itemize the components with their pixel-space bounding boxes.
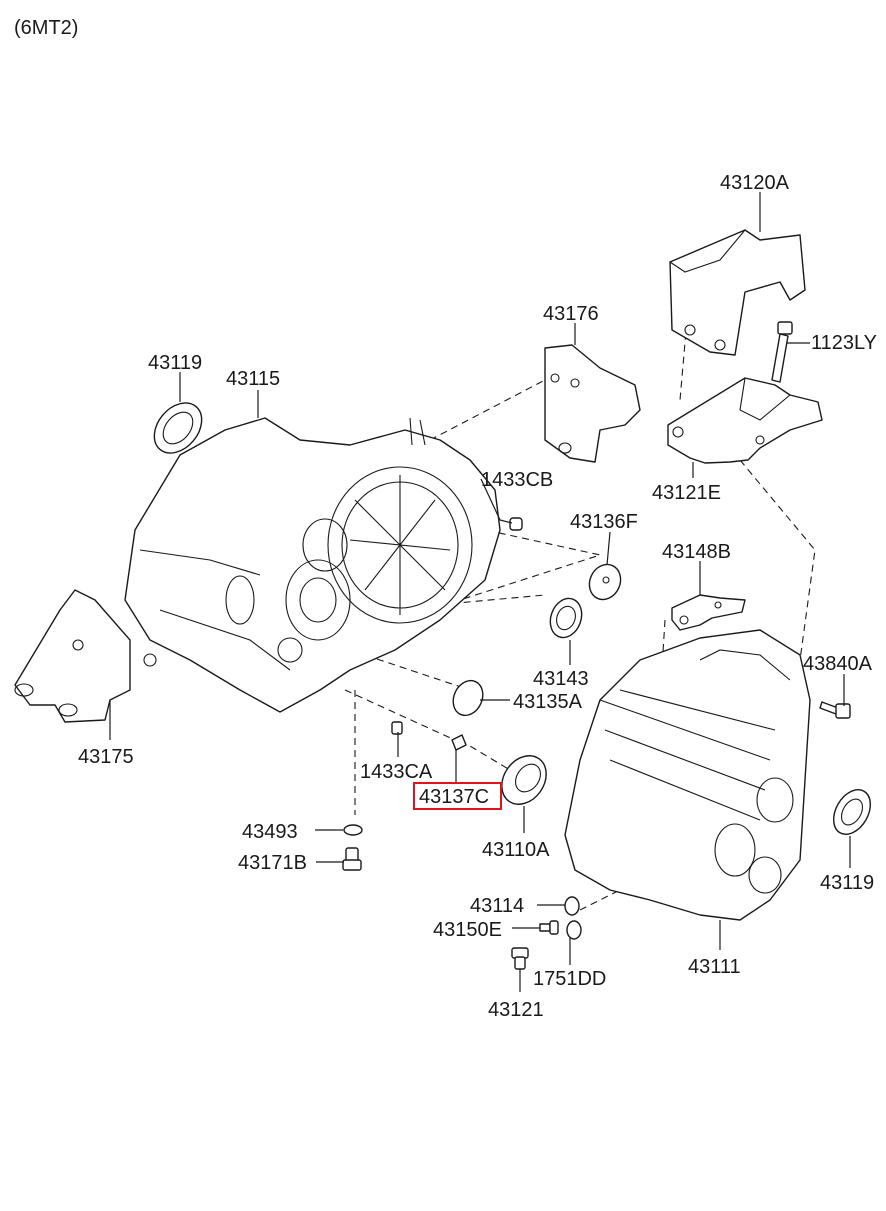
pin-1433CA — [391, 721, 403, 735]
bolt-1123LY — [771, 321, 793, 383]
label-1433CB[interactable]: 1433CB — [481, 469, 553, 491]
pin-1433CB — [509, 517, 523, 531]
label-43121E[interactable]: 43121E — [652, 482, 721, 504]
part-labels: 43120A 1123LY 43176 43119 43115 1433CB 4… — [78, 172, 877, 1021]
bearing-43110A — [501, 755, 547, 805]
label-43137C[interactable]: 43137C — [419, 786, 489, 808]
washer-43493 — [343, 824, 363, 836]
label-43114[interactable]: 43114 — [470, 895, 524, 917]
bracket-43121E — [667, 377, 823, 464]
transmission-case-43111 — [564, 629, 811, 921]
seal-43143 — [549, 597, 583, 639]
label-43111[interactable]: 43111 — [688, 956, 741, 978]
oil-seal-43119-right — [832, 789, 872, 835]
plug-43171B — [342, 847, 362, 871]
label-43121[interactable]: 43121 — [488, 999, 544, 1021]
bolt-43150E — [539, 920, 559, 935]
variant-title: (6MT2) — [14, 17, 78, 39]
bracket-43148B — [671, 594, 746, 631]
label-43135A[interactable]: 43135A — [513, 691, 583, 713]
label-43840A[interactable]: 43840A — [803, 653, 873, 675]
label-43115[interactable]: 43115 — [226, 368, 280, 390]
label-43171B[interactable]: 43171B — [238, 852, 307, 874]
clip-43137C — [451, 734, 467, 751]
label-43148B[interactable]: 43148B — [662, 541, 731, 563]
label-43176[interactable]: 43176 — [543, 303, 599, 325]
label-43143[interactable]: 43143 — [533, 668, 589, 690]
label-43493[interactable]: 43493 — [242, 821, 298, 843]
label-43119-right[interactable]: 43119 — [820, 872, 874, 894]
washer-43135A — [452, 679, 484, 717]
label-43119-top[interactable]: 43119 — [148, 352, 202, 374]
bracket-43175 — [14, 589, 131, 723]
gasket-1751DD — [566, 920, 582, 940]
oil-seal-43119-top — [153, 402, 203, 454]
clutch-housing-43115 — [124, 417, 501, 713]
highlight-box — [413, 782, 502, 810]
plug-43121 — [511, 947, 529, 970]
label-43110A[interactable]: 43110A — [482, 839, 550, 861]
label-43175[interactable]: 43175 — [78, 746, 134, 768]
gasket-43114 — [564, 896, 580, 916]
bracket-43176 — [544, 344, 641, 463]
label-43136F[interactable]: 43136F — [570, 511, 638, 533]
bracket-43120A — [669, 229, 806, 356]
leader-lines — [109, 192, 851, 992]
label-43120A[interactable]: 43120A — [720, 172, 790, 194]
label-1751DD[interactable]: 1751DD — [533, 968, 606, 990]
label-43150E[interactable]: 43150E — [433, 919, 502, 941]
label-1433CA[interactable]: 1433CA — [360, 761, 433, 783]
label-1123LY[interactable]: 1123LY — [811, 332, 877, 354]
bolt-43840A — [819, 701, 851, 719]
washer-43136F — [588, 563, 622, 601]
